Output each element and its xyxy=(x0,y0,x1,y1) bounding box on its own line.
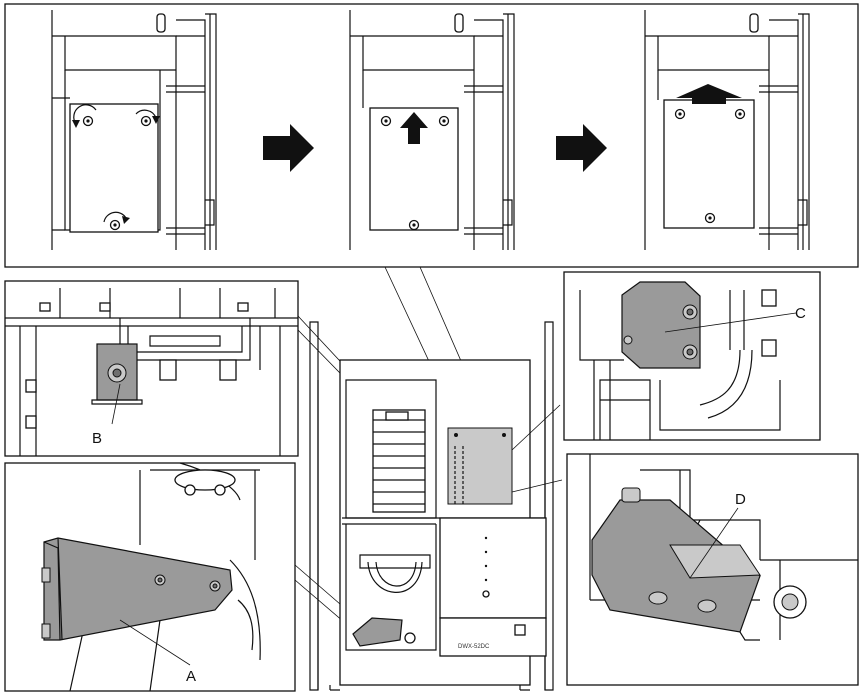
leader-a xyxy=(119,619,191,666)
step-2-illustration xyxy=(349,10,515,250)
right-arrow-icon xyxy=(556,124,607,172)
detail-panel-c: C xyxy=(563,271,821,441)
right-arrow-icon xyxy=(263,124,314,172)
detail-panel-b: B xyxy=(4,280,381,457)
label-c: C xyxy=(795,305,806,322)
rotate-arrow-icon xyxy=(103,211,130,224)
leader-d xyxy=(689,507,739,579)
model-name: DWX-52DC xyxy=(458,644,490,650)
rotate-arrow-icon xyxy=(72,104,97,128)
step-1-illustration xyxy=(51,10,217,250)
detail-panel-a: A xyxy=(4,462,371,692)
up-arrow-icon xyxy=(676,84,742,104)
rotate-arrow-icon xyxy=(135,109,160,124)
machine-front-view: DWX-52DC xyxy=(309,321,563,691)
leader-c xyxy=(664,312,797,333)
up-arrow-icon xyxy=(400,112,428,144)
label-d: D xyxy=(735,491,746,508)
label-a: A xyxy=(186,668,196,685)
step-3-illustration xyxy=(644,10,810,250)
detail-panel-d: D xyxy=(566,453,859,686)
label-b: B xyxy=(92,430,102,447)
top-steps-panel xyxy=(4,3,859,268)
leader-b xyxy=(111,383,121,425)
callout-leader-c-d xyxy=(511,404,563,493)
